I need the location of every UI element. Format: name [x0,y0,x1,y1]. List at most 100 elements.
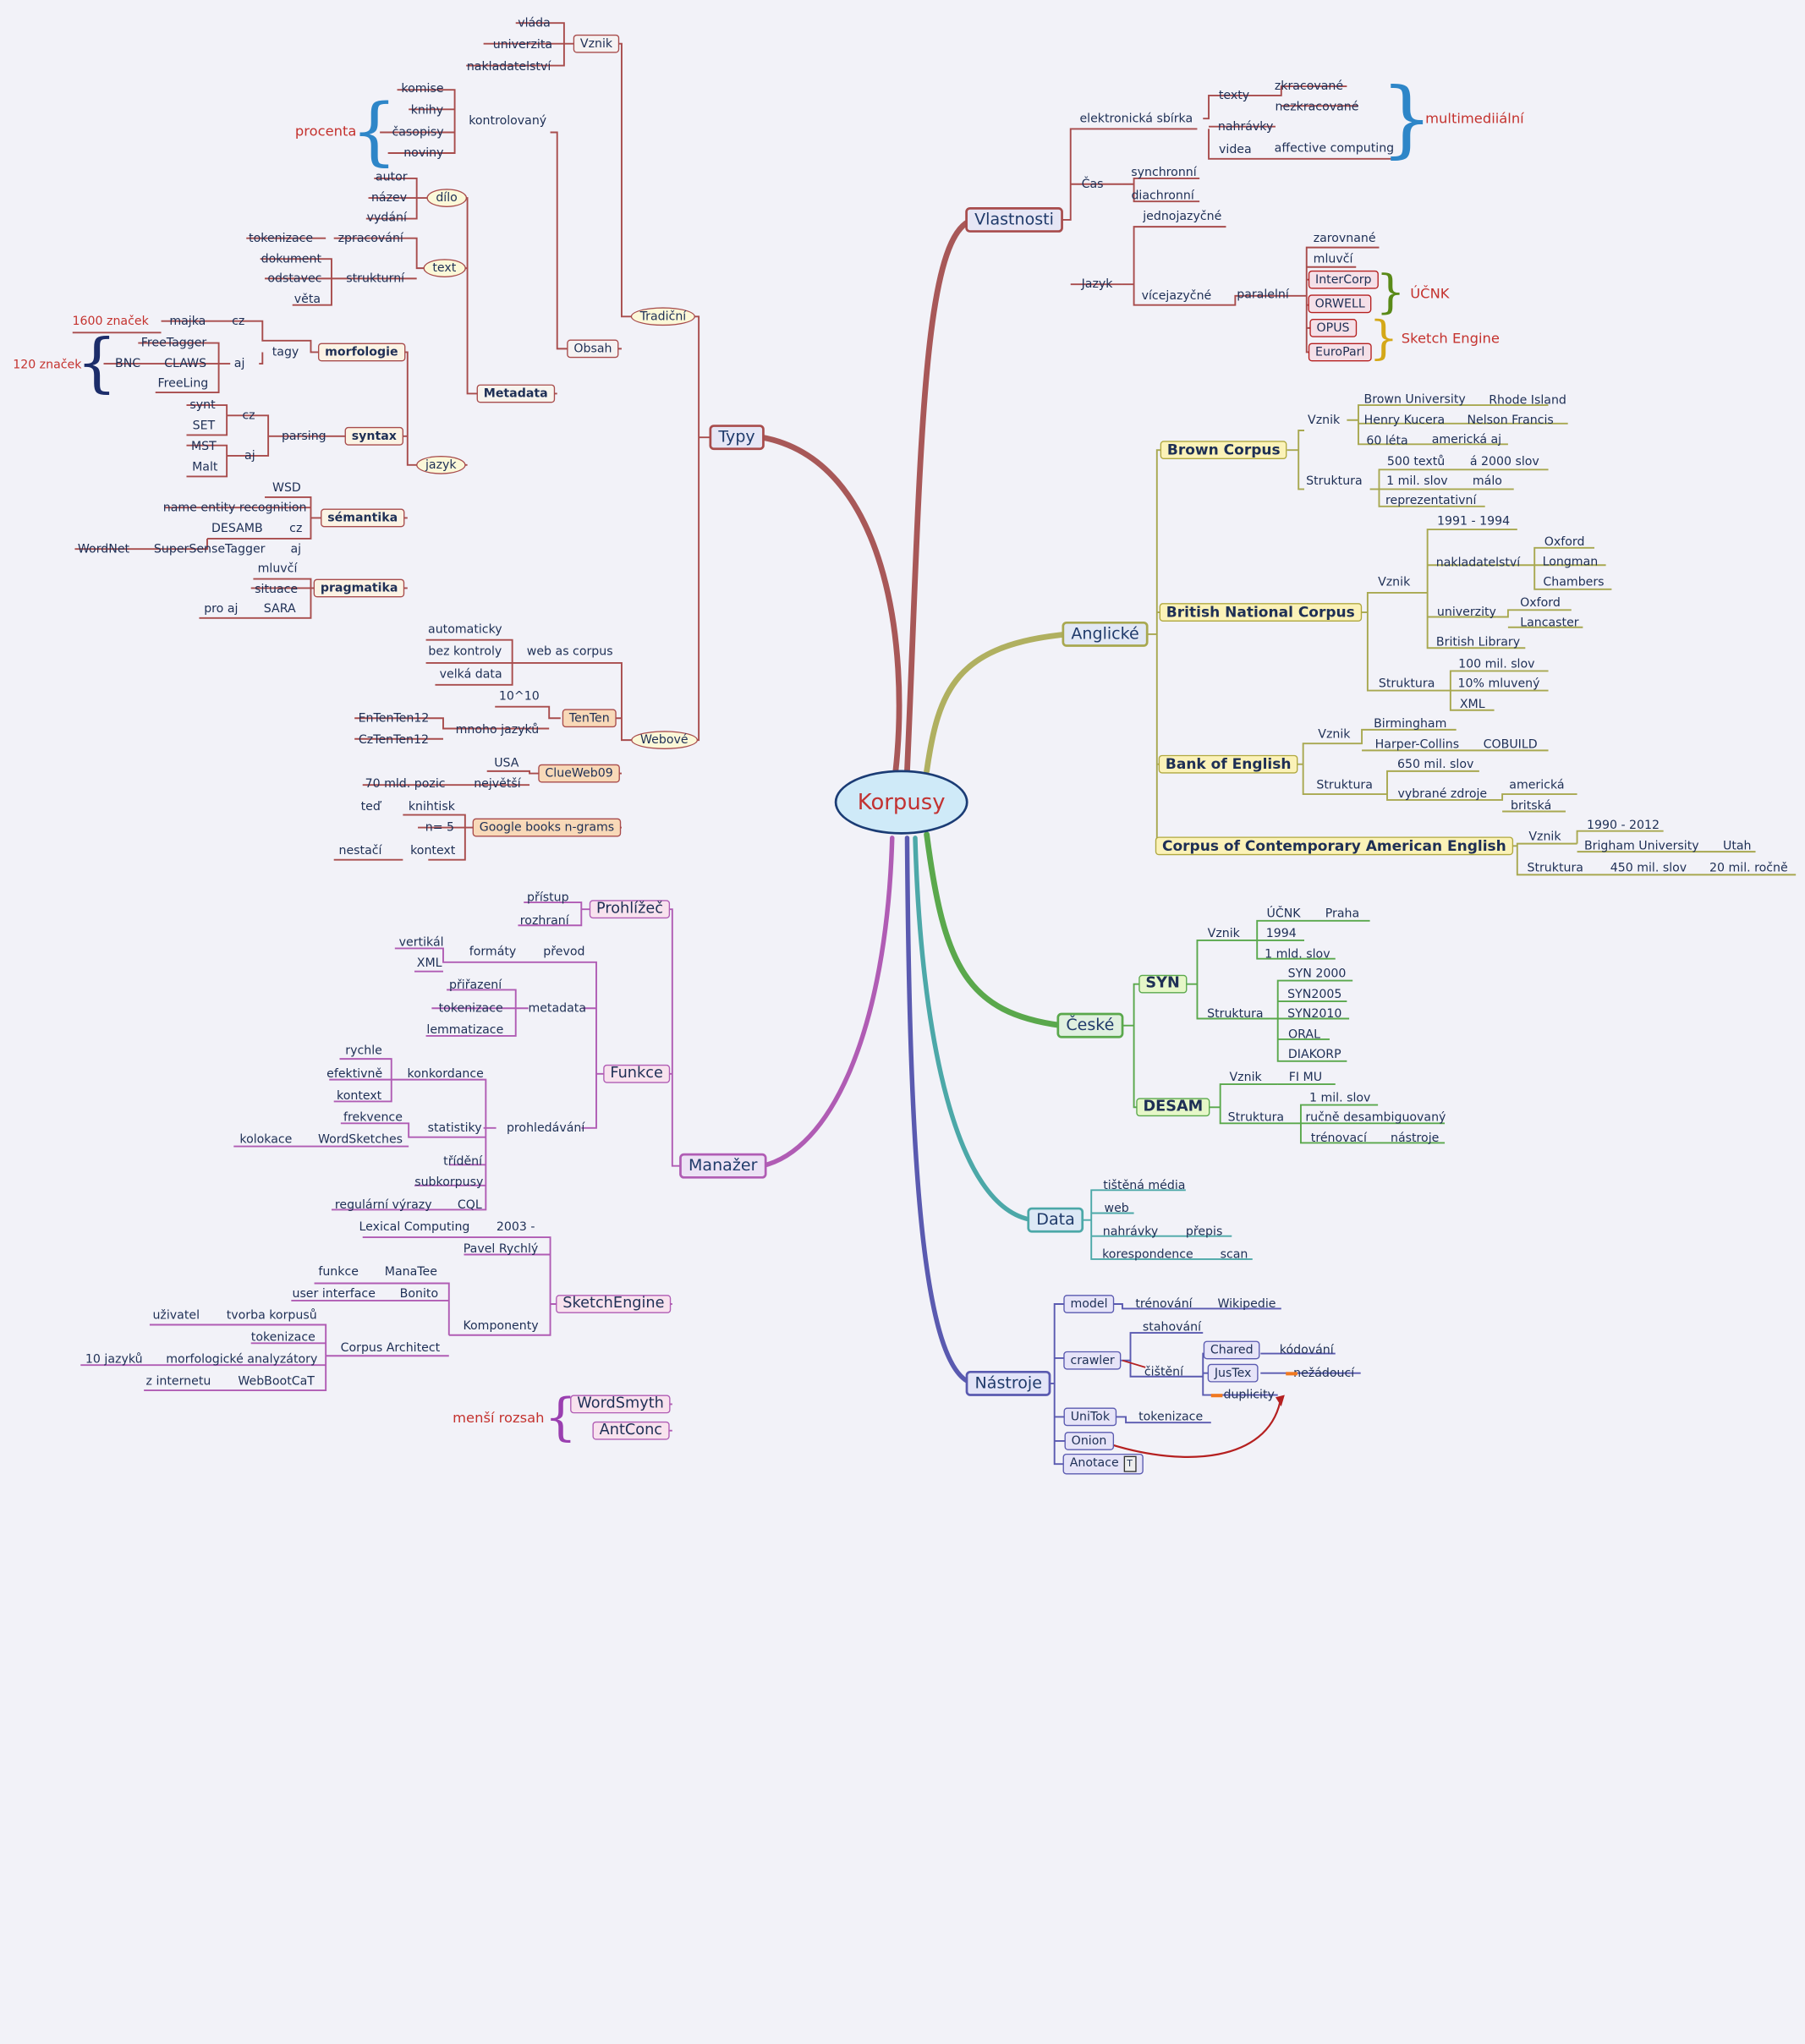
node-europarl[interactable]: EuroParl [1308,342,1372,362]
leaf-komponenty: Komponenty [463,1318,539,1334]
leaf-komise: komise [401,81,444,96]
node-coca[interactable]: Corpus of Contemporary American English [1155,836,1513,856]
leaf-2003: 2003 - [496,1219,535,1234]
leaf-nestaci: nestačí [338,843,382,858]
branch-nastroje [904,836,975,1386]
leaf-noviny: noviny [403,145,444,161]
leaf-tagy: tagy [272,345,299,359]
leaf-prirazeni: přiřazení [448,978,502,993]
leaf-syntax-cz: cz [242,408,255,423]
node-syn[interactable]: SYN [1138,974,1187,994]
branch-ceske [924,831,1065,1029]
topic-nastroje[interactable]: Nástroje [965,1370,1051,1396]
node-unitok[interactable]: UniTok [1063,1407,1117,1427]
node-wordsmyth[interactable]: WordSmyth [570,1395,672,1414]
leaf-10pow10: 10^10 [498,689,540,704]
node-jazyk[interactable]: jazyk [416,455,466,474]
node-metadata[interactable]: Metadata [476,384,555,403]
node-chared[interactable]: Chared [1203,1340,1260,1360]
leaf-tistena-media: tištěná média [1103,1178,1186,1192]
leaf-ucnk-syn: ÚČNK [1266,907,1301,921]
node-prohlizec[interactable]: Prohlížeč [589,900,671,919]
leaf-strukturni: strukturní [346,271,405,286]
leaf-coca-vznik: Vznik [1528,830,1561,844]
leaf-uzivatel: uživatel [152,1308,200,1323]
leaf-chambers: Chambers [1543,575,1605,589]
node-dilo[interactable]: dílo [426,189,467,207]
marker-icon [1286,1372,1298,1376]
annotation-mensi-rozsah: menší rozsah [453,1410,545,1427]
leaf-univ-oxford: Oxford [1520,595,1561,611]
leaf-syn-vznik: Vznik [1207,926,1240,940]
leaf-cz: cz [232,314,245,328]
annotation-ucnk: ÚČNK [1410,285,1450,302]
node-desam[interactable]: DESAM [1136,1098,1210,1117]
leaf-britska: britská [1511,798,1552,813]
leaf-rychly: Pavel Rychlý [463,1241,539,1256]
leaf-knihy: knihy [410,103,444,118]
node-morfologie[interactable]: morfologie [317,342,405,362]
topic-typy[interactable]: Typy [709,425,765,451]
node-pragmatika[interactable]: pragmatika [313,578,405,598]
leaf-2000-slov: á 2000 slov [1469,454,1539,469]
node-webove[interactable]: Webové [631,731,698,750]
node-orwell[interactable]: ORWELL [1308,294,1372,314]
topic-anglicke[interactable]: Anglické [1062,621,1149,647]
node-brown[interactable]: Brown Corpus [1160,441,1287,460]
node-tenten[interactable]: TenTen [562,709,617,728]
node-obsah[interactable]: Obsah [567,339,619,359]
leaf-tokenizace: tokenizace [249,231,314,245]
leaf-wikipedie: Wikipedie [1217,1296,1276,1312]
node-google-books[interactable]: Google books n-grams [472,818,622,837]
leaf-z-internetu: z internetu [145,1374,211,1389]
node-vznik[interactable]: Vznik [573,34,620,53]
node-opus[interactable]: OPUS [1309,318,1357,337]
central-topic[interactable]: Korpusy [834,770,968,835]
topic-ceske[interactable]: České [1056,1012,1124,1038]
topic-vlastnosti[interactable]: Vlastnosti [965,206,1063,233]
leaf-lemmatizace: lemmatizace [426,1022,504,1038]
leaf-syn-struktura: Struktura [1207,1006,1264,1022]
leaf-praha: Praha [1325,907,1360,921]
node-tradicni[interactable]: Tradiční [630,307,696,326]
node-model[interactable]: model [1063,1295,1115,1313]
leaf-knihtisk: knihtisk [408,799,455,814]
topic-data[interactable]: Data [1027,1207,1084,1233]
topic-manazer[interactable]: Manažer [679,1153,767,1179]
leaf-nejvetsi: největší [474,776,521,792]
node-bnc[interactable]: British National Corpus [1159,603,1362,622]
node-antconc[interactable]: AntConc [592,1421,670,1440]
node-intercorp[interactable]: InterCorp [1308,270,1379,289]
node-syntax[interactable]: syntax [344,426,404,446]
arrow-onion [1111,1401,1281,1458]
brace-sketch: { [1369,311,1399,365]
leaf-majka: majka [169,314,206,328]
leaf-coca-struktura: Struktura [1527,861,1583,875]
node-bank-of-english[interactable]: Bank of English [1158,754,1298,774]
leaf-nahravky: nahrávky [1217,119,1274,134]
leaf-syn2010: SYN2010 [1287,1006,1342,1022]
leaf-ui: user interface [292,1286,376,1301]
node-sketchengine[interactable]: SketchEngine [556,1295,672,1313]
node-text[interactable]: text [423,259,466,278]
node-semantika[interactable]: sémantika [321,508,405,528]
leaf-regularni: regulární výrazy [334,1197,432,1213]
leaf-boe-vznik: Vznik [1318,727,1351,742]
leaf-affective: affective computing [1274,141,1395,156]
leaf-pro-aj: pro aj [204,601,239,616]
leaf-korespondence: korespondence [1102,1247,1193,1262]
leaf-freeling: FreeLing [157,376,209,391]
leaf-statistiky: statistiky [427,1121,482,1135]
leaf-cisteni: čištění [1144,1365,1184,1379]
note-icon[interactable]: T [1123,1455,1136,1472]
node-funkce[interactable]: Funkce [603,1064,671,1083]
node-clueweb[interactable]: ClueWeb09 [538,764,620,783]
leaf-oral: ORAL [1288,1027,1320,1042]
leaf-450mil: 450 mil. slov [1610,861,1687,875]
node-justex[interactable]: JusTex [1207,1363,1259,1383]
node-onion[interactable]: Onion [1064,1432,1114,1450]
leaf-vybrane-zdroje: vybrané zdroje [1397,786,1488,802]
node-crawler[interactable]: crawler [1063,1351,1122,1370]
leaf-kodovani: kódování [1279,1343,1334,1357]
